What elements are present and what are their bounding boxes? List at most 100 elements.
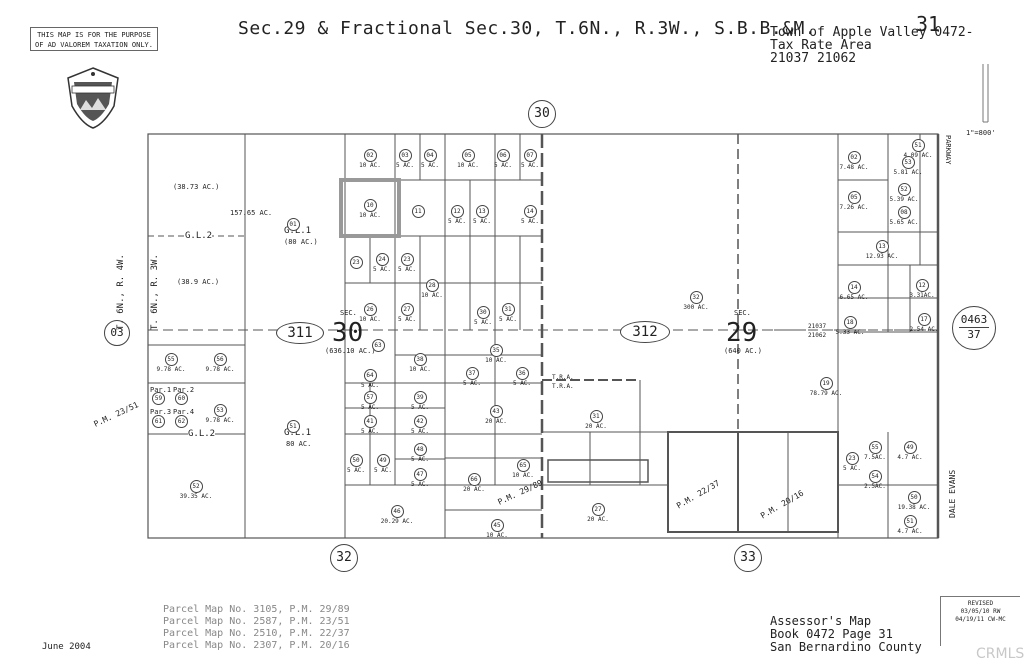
parcel-label: 11 [400,198,436,218]
parcel-label: 23 [338,249,374,269]
parcel-acreage: 10 AC. [359,162,381,169]
parcel-number: 14 [523,205,537,218]
section-circle-bottom-left: 32 [330,544,358,572]
section-circle-bottom-right: 33 [734,544,762,572]
watermark: CRMLS [976,646,1024,662]
scale-bar-icon [982,64,989,123]
parcel-number: 12 [915,279,929,292]
parcel-acreage: 4.09 AC. [903,152,933,159]
gl1-upper: G.L.1 [284,226,312,236]
parcel-acreage: 10 AC. [409,366,431,373]
parcel-number: 53 [901,156,915,169]
book-page-num: 31 [916,12,941,36]
parcel-acreage: 5 AC. [372,266,392,273]
parcel-acreage: 5 AC. [410,404,430,411]
township-east: T. 6N., R. 3W. [150,254,160,330]
gl2-lower: G.L.2 [188,429,216,439]
adjoining-book-circle: 0463 37 [952,306,996,350]
parcel-number: 53 [213,404,227,417]
parcel-acreage: 5.65 AC. [889,219,919,226]
parcel-number: 23 [400,253,414,266]
parcel-number: 65 [516,459,530,472]
parcel-acreage: 5 AC. [373,467,393,474]
parcel-acreage: 5.81 AC. [893,169,923,176]
parcel-acreage: 5 AC. [472,218,492,225]
acreage-389: (38.9 AC.) [177,278,220,286]
parcel-number: 64 [363,369,377,382]
parcel-number: 47 [413,468,427,481]
parcel-map-entry: Parcel Map No. 2587, P.M. 23/51 [163,616,350,627]
parcel-number: 27 [400,303,414,316]
parcel-acreage: 5 AC. [360,428,380,435]
parcel-acreage: 3.31AC. [909,292,935,299]
parcel-number: 43 [489,405,503,418]
parcel-acreage: 20 AC. [485,418,507,425]
parcel-number: 46 [390,505,404,518]
header-info: Town of Apple Valley 0472- 31 Tax Rate A… [770,14,974,65]
par-1-left: Par.1 [150,386,172,394]
par-parcel-number: 62 [175,415,188,428]
parcel-acreage: 10 AC. [421,292,443,299]
parcel-number: 55 [868,441,882,454]
parcel-number: 11 [411,205,425,218]
parcel-acreage: 5 AC. [462,380,482,387]
parcel-number: 10 [363,199,377,212]
parcel-acreage: 5.33 AC. [835,329,865,336]
tra-1: T.R.A. [552,374,574,381]
parcel-number: 31 [501,303,515,316]
parcel-number: 52 [189,480,203,493]
parcel-number: 30 [476,306,490,319]
parcel-number: 54 [868,470,882,483]
parcel-acreage: 10 AC. [512,472,534,479]
taxation-disclaimer: THIS MAP IS FOR THE PURPOSE OF AD VALORE… [30,27,158,51]
parcel-number: 50 [907,491,921,504]
street-dale-evans: DALE EVANS [948,469,957,518]
parcel-acreage: 19.38 AC. [897,504,931,511]
parcel-acreage: 5 AC. [512,380,532,387]
parcel-acreage: 7.5AC. [864,454,886,461]
parcel-acreage: 5 AC. [397,266,417,273]
section-circle-left: 03 [104,320,130,346]
parcel-label: 01 [275,211,311,231]
parcel-acreage: 6.65 AC. [839,294,869,301]
parcel-acreage: 5 AC. [447,218,467,225]
county-seal-icon [67,67,119,129]
parcel-number: 05 [461,149,475,162]
adjoining-book: 0463 [960,313,988,326]
parcel-acreage: 10 AC. [485,357,507,364]
gl1-lower-area: 80 AC. [286,440,312,448]
parcel-acreage: 20 AC. [587,516,609,523]
revised-box: REVISED 03/05/10 RW 04/19/11 CW-MC [940,596,1020,646]
parcel-acreage: 10 AC. [486,532,508,539]
parcel-number: 13 [875,240,889,253]
parcel-acreage: 20 AC. [463,486,485,493]
parcel-number: 27 [591,503,605,516]
par-3-left: Par.3 [150,408,172,416]
parcel-acreage: 5 AC. [493,162,513,169]
par-parcel-number: 61 [152,415,165,428]
